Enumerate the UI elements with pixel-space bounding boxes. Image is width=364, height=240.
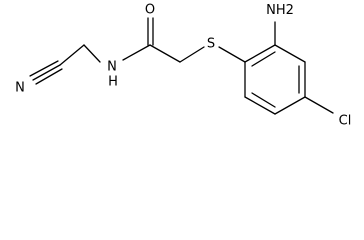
svg-text:N: N: [107, 60, 117, 75]
bond-s-ring: [218, 46, 246, 63]
atom-sulfur: S: [207, 37, 215, 52]
molecule-structure-diagram: NH2 O N H S N Cl: [15, 3, 352, 129]
bond-n-carbonyl: [122, 44, 151, 61]
atom-amide-hydrogen: H: [108, 75, 118, 90]
bond-ch2-s: [179, 46, 205, 63]
atom-amide-nitrogen: N H: [107, 60, 118, 90]
bond-ring-cl: [304, 96, 334, 114]
bond-ch2-n: [83, 44, 101, 63]
atom-nitrile-nitrogen: N: [15, 81, 25, 96]
benzene-ring: [244, 44, 306, 115]
atom-chlorine: Cl: [339, 114, 352, 129]
bond-carbonyl-ch2: [149, 44, 181, 63]
bond-nitrile-c-ch2: [59, 44, 85, 66]
svg-text:NH2: NH2: [266, 3, 294, 18]
atom-oxygen: O: [145, 3, 155, 18]
nitrile-triple-bond: [29, 60, 63, 85]
atom-amino: NH2: [266, 3, 294, 18]
